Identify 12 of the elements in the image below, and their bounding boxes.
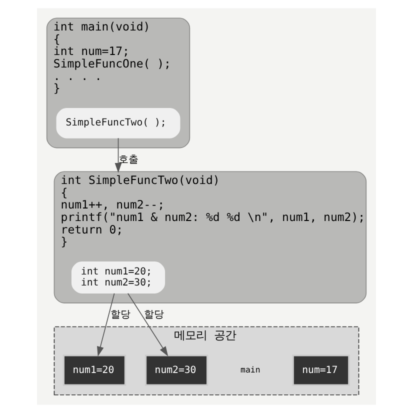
arrow xyxy=(114,138,122,173)
node-label: main xyxy=(240,364,260,374)
edge-label: 호출 xyxy=(118,154,139,166)
arrow xyxy=(127,292,168,356)
node-box: num=17 xyxy=(292,354,350,386)
node-box: num2=30 xyxy=(144,354,208,386)
node-box: num1=20 xyxy=(62,354,126,386)
arrow xyxy=(97,292,115,356)
node-box: SimpleFuncTwo( ); xyxy=(56,108,180,138)
edge-label: 할당 xyxy=(144,309,164,320)
node-box: int num1=20; int num2=30; xyxy=(71,262,166,294)
edge-label: 할당 xyxy=(110,309,130,320)
